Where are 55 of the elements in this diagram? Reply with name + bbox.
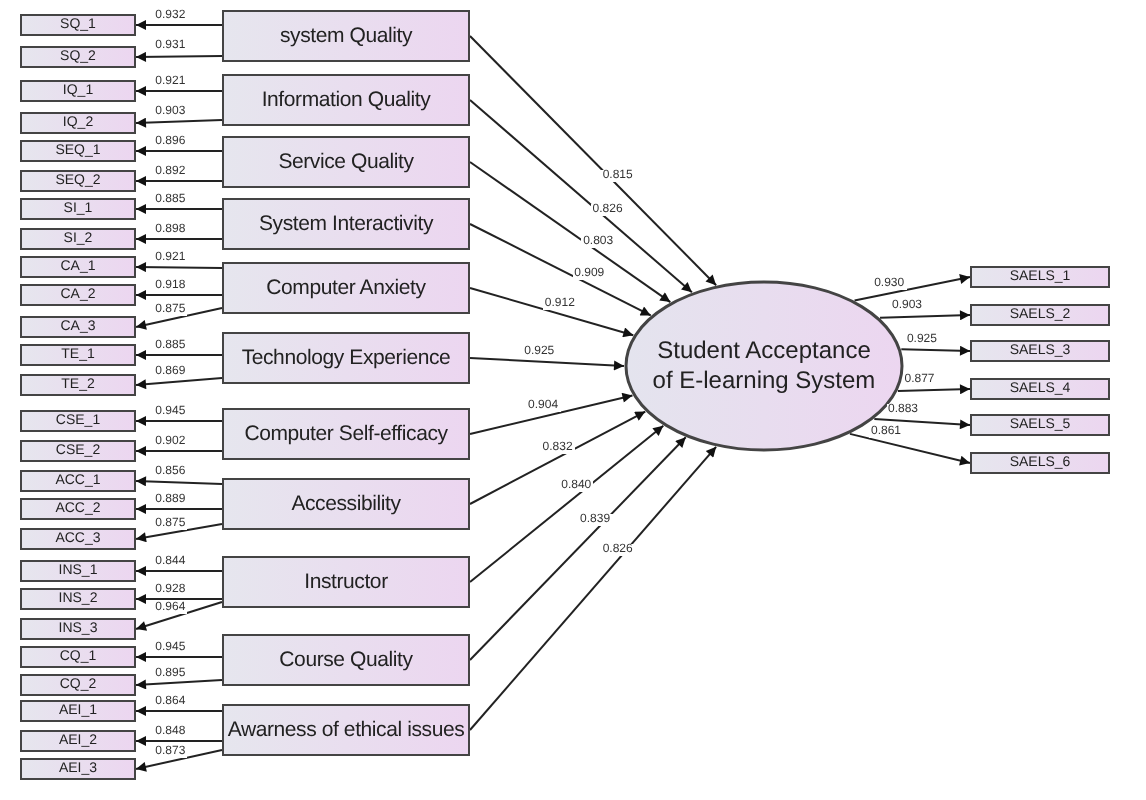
arrow [135,566,223,576]
arrow [135,146,223,156]
arrow [135,504,223,514]
arrow [135,307,223,330]
arrow [135,446,223,456]
arrow [135,652,223,662]
arrow [135,416,223,426]
arrow [135,51,223,62]
arrow [135,86,223,96]
ellipse-label: Student Acceptance of E-learning System [650,336,878,396]
arrow [873,417,971,430]
arrow [469,161,672,304]
arrow [896,384,971,395]
arrow [135,117,223,128]
arrow [135,476,223,487]
arrow [853,274,971,302]
arrow [469,287,635,338]
arrow [135,749,223,772]
arrow [135,523,223,543]
arrow [469,357,625,371]
arrow [135,20,223,30]
arrow [135,204,223,214]
construct-box: Service Quality [222,136,470,188]
arrow [469,223,652,317]
arrow [848,432,971,466]
arrow [135,176,223,186]
arrow [469,99,693,294]
arrow [469,445,718,731]
construct-box: Information Quality [222,74,470,126]
arrow [900,345,971,356]
construct-box: Accessibility [222,478,470,530]
arrow [469,436,687,661]
arrow [135,290,223,300]
arrow [135,601,223,631]
construct-box: system Quality [222,10,470,62]
construct-box: Computer Anxiety [222,262,470,314]
arrow [469,410,647,505]
arrow [135,594,223,604]
arrow [469,424,665,583]
construct-box: Instructor [222,556,470,608]
arrow [135,262,223,273]
arrow [135,377,223,390]
arrow [135,350,223,360]
construct-box: Awarness of ethical issues [222,704,470,756]
arrow [135,679,223,690]
arrow [469,35,718,287]
arrow [135,736,223,746]
construct-box: Computer Self-efficacy [222,408,470,460]
arrow [135,234,223,244]
construct-box: System Interactivity [222,198,470,250]
construct-box: Technology Experience [222,332,470,384]
arrow [879,310,971,321]
arrow [135,706,223,716]
arrow [469,392,634,435]
construct-box: Course Quality [222,634,470,686]
